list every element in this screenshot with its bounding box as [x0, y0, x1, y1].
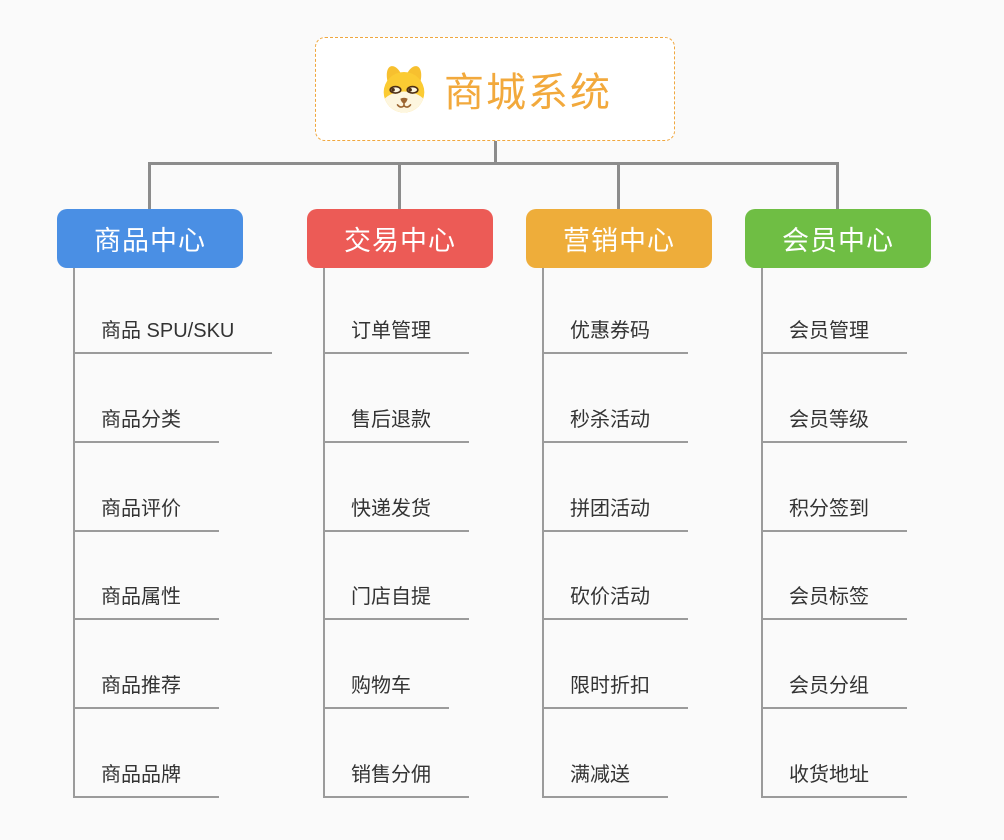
- leaf-node[interactable]: 商品品牌: [73, 754, 219, 798]
- leaf-node[interactable]: 快递发货: [323, 488, 469, 532]
- branch-bus-line: [148, 162, 839, 165]
- leaf-node[interactable]: 收货地址: [761, 754, 907, 798]
- child-connector-line: [542, 268, 544, 798]
- branch-drop-line: [398, 162, 401, 210]
- leaf-node[interactable]: 秒杀活动: [542, 399, 688, 443]
- branch-drop-line: [148, 162, 151, 210]
- leaf-node[interactable]: 积分签到: [761, 488, 907, 532]
- branch-node-marketing-center[interactable]: 营销中心: [526, 209, 712, 268]
- root-connector-line: [494, 141, 497, 163]
- leaf-node[interactable]: 商品属性: [73, 576, 219, 620]
- leaf-node[interactable]: 拼团活动: [542, 488, 688, 532]
- leaf-node[interactable]: 售后退款: [323, 399, 469, 443]
- child-connector-line: [73, 268, 75, 798]
- leaf-node[interactable]: 会员等级: [761, 399, 907, 443]
- leaf-node[interactable]: 满减送: [542, 754, 668, 798]
- leaf-node[interactable]: 商品推荐: [73, 665, 219, 709]
- branch-drop-line: [617, 162, 620, 210]
- leaf-node[interactable]: 限时折扣: [542, 665, 688, 709]
- branch-children-member-center: 会员管理 会员等级 积分签到 会员标签 会员分组 收货地址: [761, 268, 1001, 800]
- leaf-node[interactable]: 商品评价: [73, 488, 219, 532]
- branch-children-trade-center: 订单管理 售后退款 快递发货 门店自提 购物车 销售分佣: [323, 268, 563, 800]
- root-node[interactable]: 商城系统: [315, 37, 675, 141]
- branch-drop-line: [836, 162, 839, 210]
- leaf-node[interactable]: 会员分组: [761, 665, 907, 709]
- leaf-node[interactable]: 购物车: [323, 665, 449, 709]
- leaf-node[interactable]: 会员管理: [761, 310, 907, 354]
- branch-children-product-center: 商品 SPU/SKU 商品分类 商品评价 商品属性 商品推荐 商品品牌: [73, 268, 313, 800]
- leaf-node[interactable]: 砍价活动: [542, 576, 688, 620]
- leaf-node[interactable]: 订单管理: [323, 310, 469, 354]
- leaf-node[interactable]: 销售分佣: [323, 754, 469, 798]
- branch-node-member-center[interactable]: 会员中心: [745, 209, 931, 268]
- child-connector-line: [761, 268, 763, 798]
- branch-node-product-center[interactable]: 商品中心: [57, 209, 243, 268]
- leaf-node[interactable]: 商品 SPU/SKU: [73, 310, 273, 354]
- branch-node-trade-center[interactable]: 交易中心: [307, 209, 493, 268]
- leaf-node[interactable]: 会员标签: [761, 576, 907, 620]
- branch-children-marketing-center: 优惠券码 秒杀活动 拼团活动 砍价活动 限时折扣 满减送: [542, 268, 782, 800]
- leaf-node[interactable]: 优惠券码: [542, 310, 688, 354]
- leaf-node[interactable]: 商品分类: [73, 399, 219, 443]
- shiba-dog-icon: [383, 66, 425, 113]
- leaf-node[interactable]: 门店自提: [323, 576, 469, 620]
- root-node-label: 商城系统: [444, 71, 612, 115]
- child-connector-line: [323, 268, 325, 798]
